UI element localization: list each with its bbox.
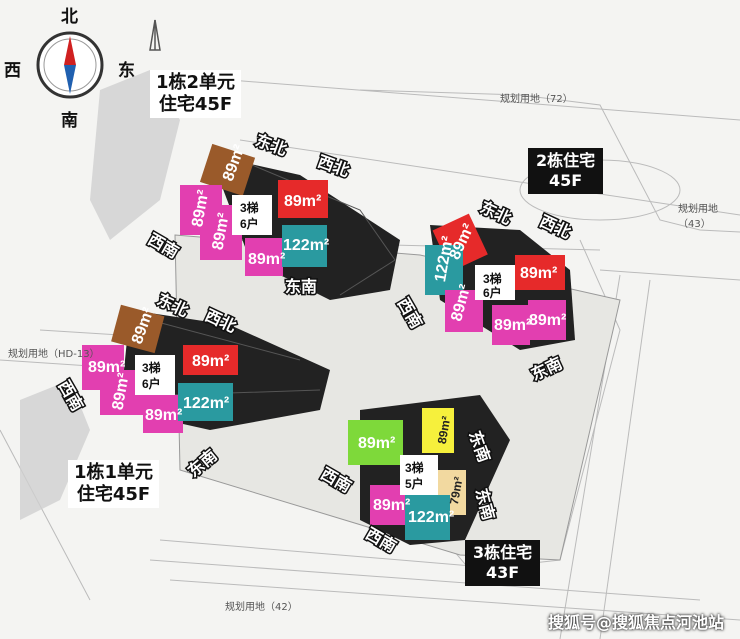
unit-labels: 89m² 89m² 89m² 89m² 89m² 122m² 89m² 122m… [88, 143, 566, 526]
b2-line2: 45F [548, 171, 583, 190]
core-white [475, 265, 515, 300]
building-1-unit-1 [82, 304, 330, 433]
unit-122-teal [282, 225, 327, 267]
road-label-42: 规划用地（42） [225, 602, 298, 613]
building-3-label: 3栋住宅 43F [465, 540, 541, 586]
compass-rose [36, 31, 104, 99]
b11-line1: 1栋1单元 [74, 462, 154, 483]
unit-89-red [183, 345, 238, 375]
compass-needle-south [64, 65, 76, 94]
label-b2-red-b: 89m² [520, 265, 557, 282]
unit-89-pink-c [528, 300, 566, 340]
label-b11-red: 89m² [192, 353, 229, 370]
core-white [232, 195, 272, 235]
building-3 [348, 395, 510, 545]
compass-needle-north [64, 36, 76, 65]
road-label-72: 规划用地（72） [500, 94, 573, 105]
core-b12-2: 6户 [240, 216, 259, 231]
orient-b12-xibei: 西北 [315, 153, 351, 181]
unit-89-red [278, 180, 328, 218]
label-b11-teal: 122m² [183, 395, 229, 412]
unit-122-teal [405, 495, 450, 540]
core-labels: 3梯 6户 3梯 6户 3梯 6户 3梯 5户 [142, 200, 502, 491]
orient-b2-dongbei: 东北 [477, 198, 514, 229]
orient-b2-xibei: 西北 [537, 212, 574, 242]
unit-89-yellow [422, 408, 454, 453]
core-b3: 3梯 [405, 460, 424, 475]
unit-89-pink-c [143, 395, 183, 433]
b3-line1: 3栋住宅 [473, 543, 533, 562]
label-b3-teal: 122m² [408, 509, 454, 526]
orient-b12-dongbei: 东北 [253, 130, 290, 159]
b2-line1: 2栋住宅 [536, 151, 596, 170]
core-white [135, 355, 175, 395]
label-b2-pink-c: 89m² [529, 312, 566, 329]
compass-south: 南 [61, 111, 78, 131]
b3-line2: 43F [485, 563, 520, 582]
core-b11: 3梯 [142, 360, 161, 375]
label-b12-pink-b: 89m² [210, 212, 233, 252]
compass-east: 东 [118, 61, 135, 81]
unit-89-pink-b [492, 305, 530, 345]
unit-89-brown [111, 304, 165, 354]
label-b3-pink: 89m² [373, 497, 410, 514]
core-b11-2: 6户 [142, 376, 161, 391]
core-b12: 3梯 [240, 200, 259, 215]
compass-west: 西 [4, 61, 21, 81]
unit-122-teal [178, 383, 233, 421]
road-label-hd13: 规划用地（HD-13） [8, 349, 100, 360]
left-greenery [20, 70, 180, 520]
unit-122-teal [425, 245, 463, 295]
b12-line2: 住宅45F [158, 94, 233, 115]
label-b12-teal: 122m² [283, 237, 329, 254]
b12-line1: 1栋2单元 [156, 72, 236, 93]
label-b11-pink-a: 89m² [88, 359, 125, 376]
building-1-unit-2-label: 1栋2单元 住宅45F [150, 70, 242, 118]
unit-89-pink-c [245, 238, 283, 276]
north-arrow-small [149, 19, 161, 51]
building-2 [425, 213, 575, 350]
core-b2-2: 6户 [483, 285, 502, 300]
label-b2-pink-b: 89m² [494, 317, 531, 334]
core-white [400, 455, 438, 495]
orient-b12-dongnan: 东南 [285, 277, 317, 296]
building-1-unit-1-label: 1栋1单元 住宅45F [68, 460, 160, 508]
label-b3-green: 89m² [358, 435, 395, 452]
label-b3-beige: 79m² [447, 476, 466, 506]
label-b11-pink-c: 89m² [145, 407, 182, 424]
core-b2: 3梯 [483, 271, 502, 286]
label-b12-pink-c: 89m² [248, 251, 285, 268]
unit-89-brown [199, 143, 256, 196]
building-2-label: 2栋住宅 45F [528, 148, 604, 194]
compass-north: 北 [61, 7, 78, 27]
road-label-43: 规划用地（43） [678, 204, 718, 230]
label-b12-pink-a: 89m² [189, 189, 212, 229]
b11-line2: 住宅45F [76, 484, 151, 505]
label-b3-yellow: 89m² [435, 415, 454, 445]
label-b12-red: 89m² [284, 193, 321, 210]
core-b3-2: 5户 [405, 476, 424, 491]
watermark: 搜狐号@搜狐焦点河池站 [547, 613, 724, 632]
label-b11-pink-b: 89m² [110, 372, 133, 412]
unit-89-red-b [515, 255, 565, 290]
building-1-unit-2 [180, 143, 400, 300]
unit-89-green [348, 420, 403, 465]
